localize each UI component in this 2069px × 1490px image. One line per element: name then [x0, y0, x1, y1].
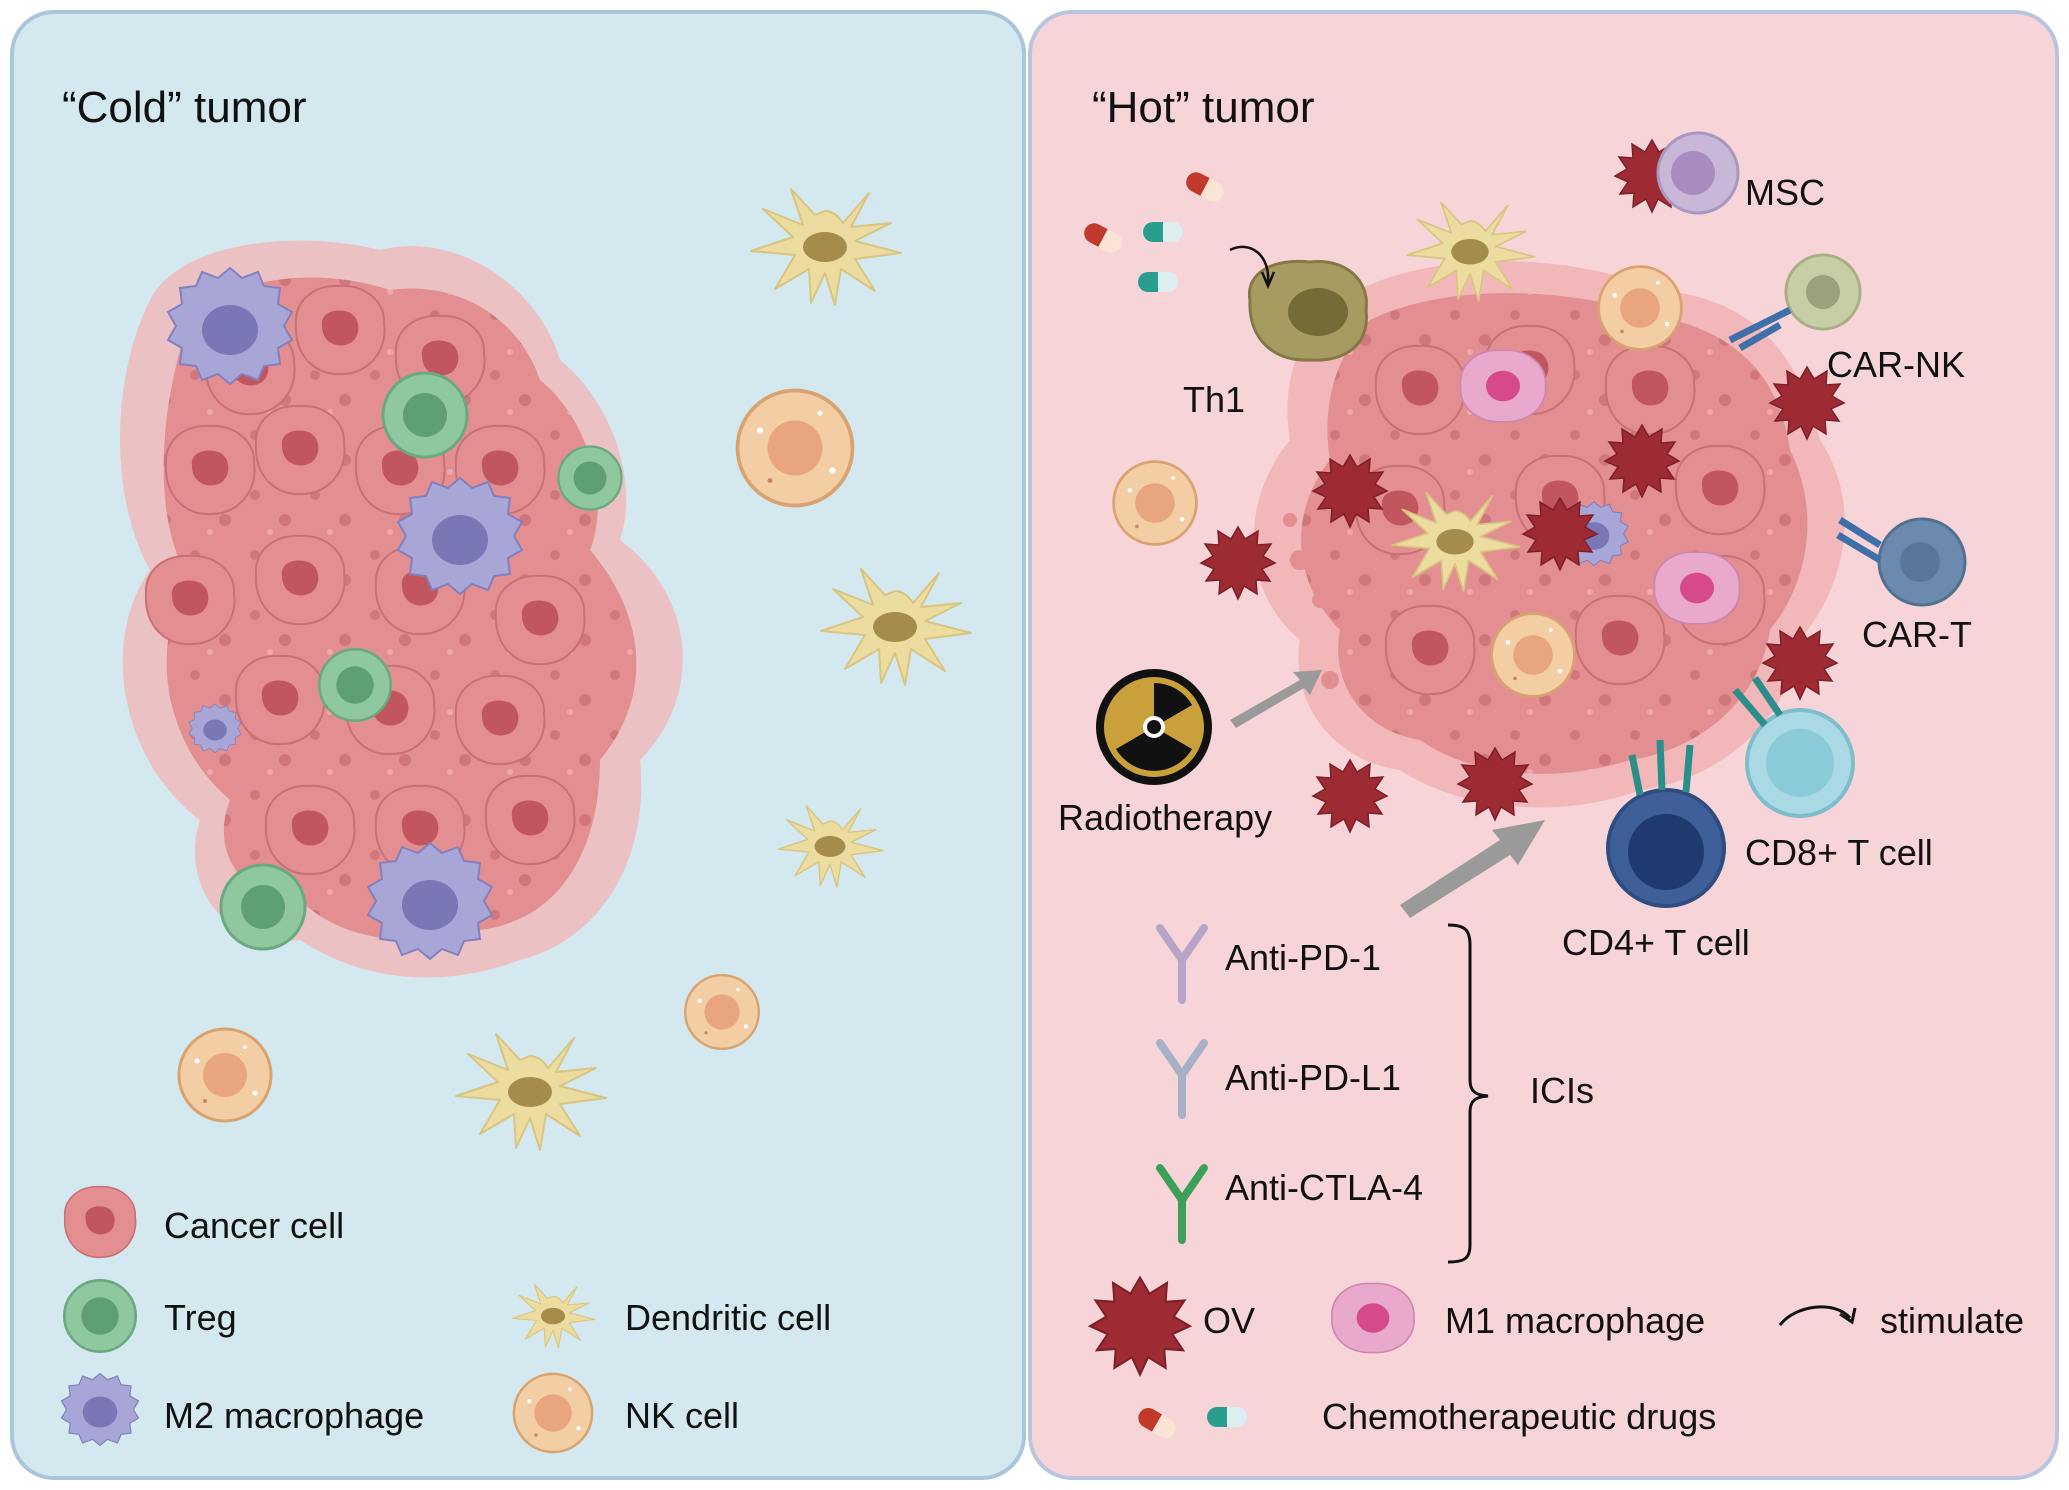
- legend-chemo-label: Chemotherapeutic drugs: [1322, 1396, 1716, 1437]
- cd4-t-nucleus: [1628, 814, 1704, 890]
- cd4-receptor: [1628, 739, 1694, 796]
- chemo-pill-icon: [1143, 222, 1183, 242]
- nk-cell: [177, 1027, 273, 1123]
- car-nk-label: CAR-NK: [1827, 344, 1965, 385]
- legend-stimulate-arrowhead: [1839, 1307, 1857, 1325]
- legend-treg-icon: [63, 1279, 137, 1353]
- cd4-label: CD4+ T cell: [1562, 922, 1750, 963]
- th1-cell: [1248, 259, 1368, 362]
- radiotherapy-arrow: [1230, 670, 1322, 728]
- cold-tumor-panel: “Cold” tumor: [10, 10, 1026, 1480]
- nk-cell: [1597, 265, 1683, 351]
- cold-panel-title: “Cold” tumor: [62, 83, 307, 132]
- treg-cell: [219, 863, 307, 951]
- stimulate-arrowhead: [1260, 271, 1276, 290]
- chemo-pill-icon: [1138, 272, 1178, 292]
- legend-dendritic-cell-label: Dendritic cell: [625, 1297, 831, 1338]
- anti-ctla4-label: Anti-CTLA-4: [1225, 1167, 1423, 1208]
- car-t-label: CAR-T: [1862, 614, 1972, 655]
- msc-label: MSC: [1745, 172, 1825, 213]
- radiotherapy-label: Radiotherapy: [1058, 797, 1272, 838]
- radiation-icon: [1096, 669, 1212, 785]
- legend-cancer-cell-label: Cancer cell: [164, 1205, 344, 1246]
- nk-cell: [1490, 612, 1576, 698]
- cold-legend: Cancer cell Treg M2 macrophage Dendritic…: [60, 1185, 831, 1454]
- legend-m1-macrophage-label: M1 macrophage: [1445, 1300, 1705, 1341]
- nk-cell: [683, 973, 760, 1050]
- cd8-label: CD8+ T cell: [1745, 832, 1933, 873]
- legend-m2-macrophage-label: M2 macrophage: [164, 1395, 424, 1436]
- cd8-t-nucleus: [1766, 729, 1834, 797]
- car-nk-receptor: [1728, 306, 1792, 352]
- icis-label: ICIs: [1530, 1070, 1594, 1111]
- anti-pd1-label: Anti-PD-1: [1225, 937, 1381, 978]
- treg-cell: [381, 371, 469, 459]
- legend-chemo-pill-green-icon: [1207, 1407, 1247, 1427]
- anti-pdl1-label: Anti-PD-L1: [1225, 1057, 1401, 1098]
- msc-cell: [1656, 131, 1740, 215]
- m1-macrophage-cell: [1653, 551, 1741, 625]
- car-t-nucleus: [1900, 542, 1940, 582]
- hot-panel-title: “Hot” tumor: [1092, 83, 1314, 132]
- hot-legend: OV M1 macrophage stimulate Chemotherapeu…: [1089, 1276, 2024, 1442]
- icis-arrow: [1400, 820, 1545, 918]
- hot-tumor-panel: “Hot” tumor: [1028, 10, 2059, 1480]
- car-t-receptor: [1836, 517, 1882, 564]
- cd8-receptor: [1732, 676, 1783, 728]
- legend-treg-label: Treg: [164, 1297, 237, 1338]
- th1-label: Th1: [1183, 379, 1245, 420]
- stimulate-arrow: [1229, 245, 1270, 283]
- legend-nk-cell-icon: [512, 1372, 594, 1454]
- car-nk-nucleus: [1806, 275, 1840, 309]
- legend-ov-label: OV: [1203, 1300, 1255, 1341]
- legend-nk-cell-label: NK cell: [625, 1395, 739, 1436]
- legend-cancer-cell-icon: [63, 1185, 137, 1259]
- legend-stimulate-label: stimulate: [1880, 1300, 2024, 1341]
- m1-macrophage-cell: [1459, 349, 1547, 423]
- nk-cell: [1112, 460, 1198, 546]
- icis-bracket: [1447, 923, 1489, 1264]
- treg-cell: [318, 648, 392, 722]
- legend-m1-macrophage-icon: [1331, 1282, 1415, 1354]
- treg-cell: [557, 445, 623, 511]
- cold-tumor-mass: [120, 240, 683, 978]
- legend-stimulate-arrow-icon: [1778, 1305, 1852, 1326]
- nk-cell: [735, 388, 855, 508]
